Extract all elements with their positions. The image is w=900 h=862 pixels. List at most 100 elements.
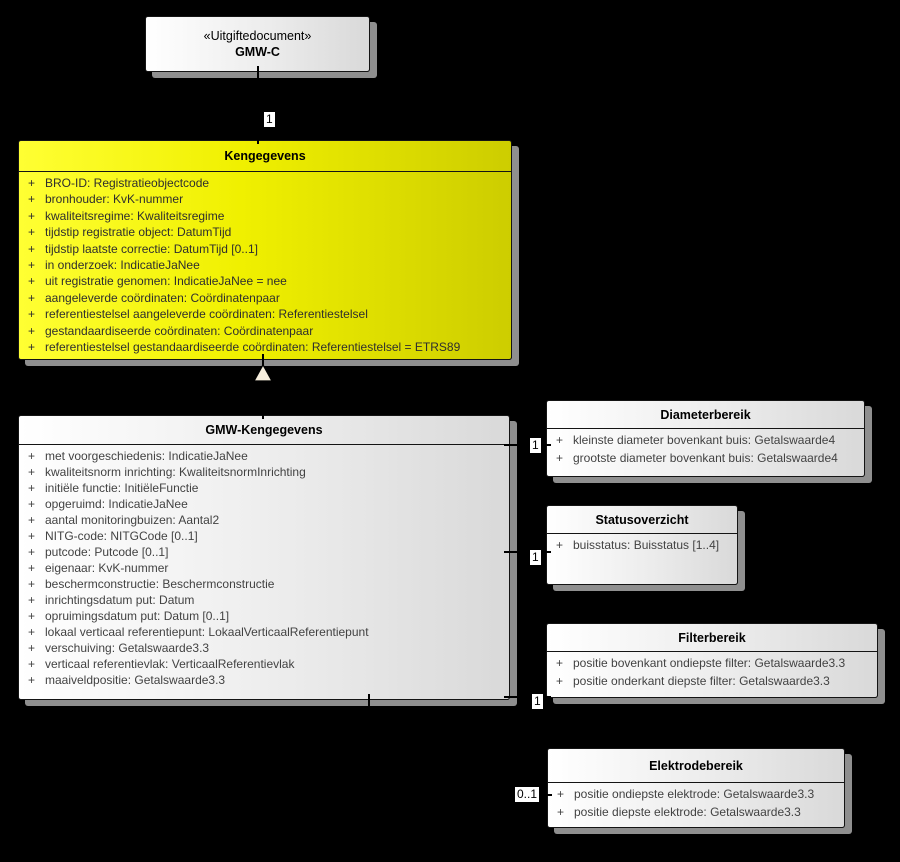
- attribute-text: aangeleverde coördinaten: Coördinatenpaa…: [45, 290, 280, 305]
- attribute-row: + uit registratie genomen: IndicatieJaNee…: [19, 273, 511, 289]
- generalization-edge-gmwk-kengegevens: [262, 381, 264, 419]
- attribute-text: kwaliteitsregime: Kwaliteitsregime: [45, 208, 225, 223]
- class-header: «Uitgiftedocument» GMW-C: [146, 17, 369, 71]
- attribute-row: + aangeleverde coördinaten: Coördinatenpa…: [19, 290, 511, 306]
- generalization-triangle-icon: [253, 364, 273, 382]
- attribute-visibility: +: [28, 609, 36, 623]
- attribute-text: BRO-ID: Registratieobjectcode: [45, 176, 210, 190]
- class-attributes-compartment: +buisstatus: Buisstatus [1..4]: [547, 534, 737, 555]
- attribute-text: kleinste diameter bovenkant buis: Getals…: [573, 433, 836, 447]
- attribute-visibility: +: [28, 290, 36, 305]
- generalization-edge-tick: [262, 354, 264, 365]
- attribute-row: + eigenaar: KvK-nummer: [19, 560, 509, 576]
- attribute-text: gestandaardiseerde coördinaten: Coördina…: [45, 323, 314, 338]
- class-box-statusoverzicht[interactable]: Statusoverzicht +buisstatus: Buisstatus […: [546, 505, 738, 585]
- attribute-row: +lokaal verticaal referentiepunt: Lokaal…: [19, 624, 509, 640]
- attribute-visibility: +: [28, 192, 36, 207]
- attribute-row: + gestandaardiseerde coördinaten: Coördin…: [19, 323, 511, 339]
- attribute-text: putcode: Putcode [0..1]: [45, 545, 169, 559]
- attribute-text: kwaliteitsnorm inrichting: Kwaliteitsnor…: [45, 465, 306, 479]
- attribute-text: eigenaar: KvK-nummer: [45, 561, 169, 575]
- class-header: Elektrodebereik: [548, 749, 844, 783]
- attribute-text: referentiestelsel gestandaardiseerde coö…: [45, 340, 461, 355]
- class-box-kengegevens[interactable]: Kengegevens + BRO-ID: Registratieobjectcod…: [18, 140, 512, 360]
- attribute-row: + met voorgeschiedenis: IndicatieJaNee: [19, 448, 509, 464]
- multiplicity-label: 1: [532, 694, 543, 709]
- class-box-diameterbereik[interactable]: Diameterbereik + kleinste diameter bovenka…: [546, 400, 865, 477]
- attribute-text: opgeruimd: IndicatieJaNee: [45, 497, 188, 511]
- attribute-visibility: +: [28, 545, 36, 559]
- attribute-text: positie ondiepste elektrode: Getalswaard…: [574, 787, 815, 801]
- attribute-text: referentiestelsel aangeleverde coördinat…: [45, 307, 368, 322]
- attribute-text: buisstatus: Buisstatus [1..4]: [573, 538, 720, 552]
- attribute-visibility: +: [28, 577, 36, 591]
- attribute-text: verschuiving: Getalswaarde3.3: [45, 641, 210, 655]
- attribute-row: +inrichtingsdatum put: Datum: [19, 592, 509, 608]
- attribute-visibility: +: [556, 450, 564, 465]
- attribute-text: beschermconstructie: Beschermconstructie: [45, 577, 275, 591]
- class-box-gmw-kengegevens[interactable]: GMW-Kengegevens+met voorgeschiedenis: In…: [18, 415, 510, 700]
- attribute-row: + opgeruimd: IndicatieJaNee: [19, 496, 509, 512]
- association-edge-gmwk-statusoverzicht: [504, 551, 551, 553]
- class-name: GMW-C: [235, 45, 280, 59]
- class-name: Kengegevens: [224, 149, 306, 163]
- attribute-visibility: +: [28, 561, 36, 575]
- attribute-visibility: +: [28, 323, 36, 338]
- attribute-row: + BRO-ID: Registratieobjectcode: [19, 175, 511, 191]
- association-edge-gmwk-elektrodebereik-horizontal: [368, 794, 552, 796]
- attribute-row: + NITG-code: NITGCode [0..1]: [19, 528, 509, 544]
- attribute-visibility: +: [28, 176, 36, 190]
- class-box-elektrodebereik[interactable]: Elektrodebereik+positie ondiepste elektr…: [547, 748, 845, 828]
- class-header: Diameterbereik: [547, 401, 864, 429]
- class-name: Elektrodebereik: [649, 758, 743, 773]
- attribute-row: + positie onderkant diepste filter: Getal…: [547, 673, 877, 691]
- attribute-text: positie onderkant diepste filter: Getals…: [573, 673, 830, 688]
- association-edge-gmwk-elektrodebereik-vertical: [368, 694, 370, 795]
- attribute-visibility: +: [28, 208, 36, 223]
- attribute-visibility: +: [28, 225, 36, 240]
- attribute-row: +tijdstip registratie object: DatumTijd: [19, 224, 511, 240]
- attribute-visibility: +: [28, 340, 36, 355]
- attribute-text: opruimingsdatum put: Datum [0..1]: [45, 609, 230, 623]
- attribute-visibility: +: [28, 465, 36, 479]
- attribute-visibility: +: [28, 513, 36, 527]
- attribute-visibility: +: [28, 529, 36, 543]
- association-edge-gmwk-diameterbereik: [504, 444, 551, 446]
- attribute-text: positie diepste elektrode: Getalswaarde3…: [574, 804, 801, 819]
- attribute-visibility: +: [28, 497, 36, 511]
- attribute-row: + opruimingsdatum put: Datum [0..1]: [19, 608, 509, 624]
- attribute-visibility: +: [28, 274, 36, 289]
- attribute-text: uit registratie genomen: IndicatieJaNee …: [45, 274, 287, 289]
- attribute-visibility: +: [28, 449, 36, 463]
- association-edge-gmwc-kengegevens: [257, 66, 259, 144]
- class-attributes-compartment: + positie bovenkant ondiepste filter: Get…: [547, 652, 877, 690]
- class-stereotype: «Uitgiftedocument»: [203, 29, 312, 43]
- attribute-row: +in onderzoek: IndicatieJaNee: [19, 257, 511, 273]
- attribute-text: lokaal verticaal referentiepunt: LokaalV…: [45, 625, 369, 639]
- attribute-text: met voorgeschiedenis: IndicatieJaNee: [45, 449, 248, 463]
- class-attributes-compartment: + kleinste diameter bovenkant buis: Getal…: [547, 429, 864, 467]
- attribute-row: +tijdstip laatste correctie: DatumTijd […: [19, 241, 511, 257]
- multiplicity-label: 1: [530, 550, 541, 565]
- attribute-row: +positie bovenkant ondiepste filter: Get…: [547, 655, 877, 673]
- attribute-visibility: +: [557, 804, 565, 819]
- attribute-visibility: +: [28, 593, 36, 607]
- attribute-row: +verschuiving: Getalswaarde3.3: [19, 640, 509, 656]
- attribute-visibility: +: [28, 241, 36, 256]
- class-box-filterbereik[interactable]: Filterbereik + positie bovenkant ondiepste…: [546, 623, 878, 698]
- attribute-text: NITG-code: NITGCode [0..1]: [45, 529, 198, 543]
- class-box-gmw-c[interactable]: «Uitgiftedocument» GMW-C: [145, 16, 370, 72]
- attribute-visibility: +: [556, 673, 564, 688]
- attribute-text: bronhouder: KvK-nummer: [45, 192, 184, 207]
- attribute-row: +initiële functie: InitiëleFunctie: [19, 480, 509, 496]
- attribute-row: +buisstatus: Buisstatus [1..4]: [547, 537, 737, 555]
- class-header: Filterbereik: [547, 624, 877, 652]
- class-header: Statusoverzicht: [547, 506, 737, 534]
- attribute-row: +positie ondiepste elektrode: Getalswaar…: [548, 786, 844, 804]
- attribute-visibility: +: [556, 433, 564, 447]
- attribute-text: aantal monitoringbuizen: Aantal2: [45, 513, 220, 527]
- multiplicity-label: 1: [264, 112, 275, 127]
- attribute-text: positie bovenkant ondiepste filter: Geta…: [573, 656, 846, 670]
- class-attributes-compartment: + BRO-ID: Registratieobjectcode + bronhoude…: [19, 172, 511, 355]
